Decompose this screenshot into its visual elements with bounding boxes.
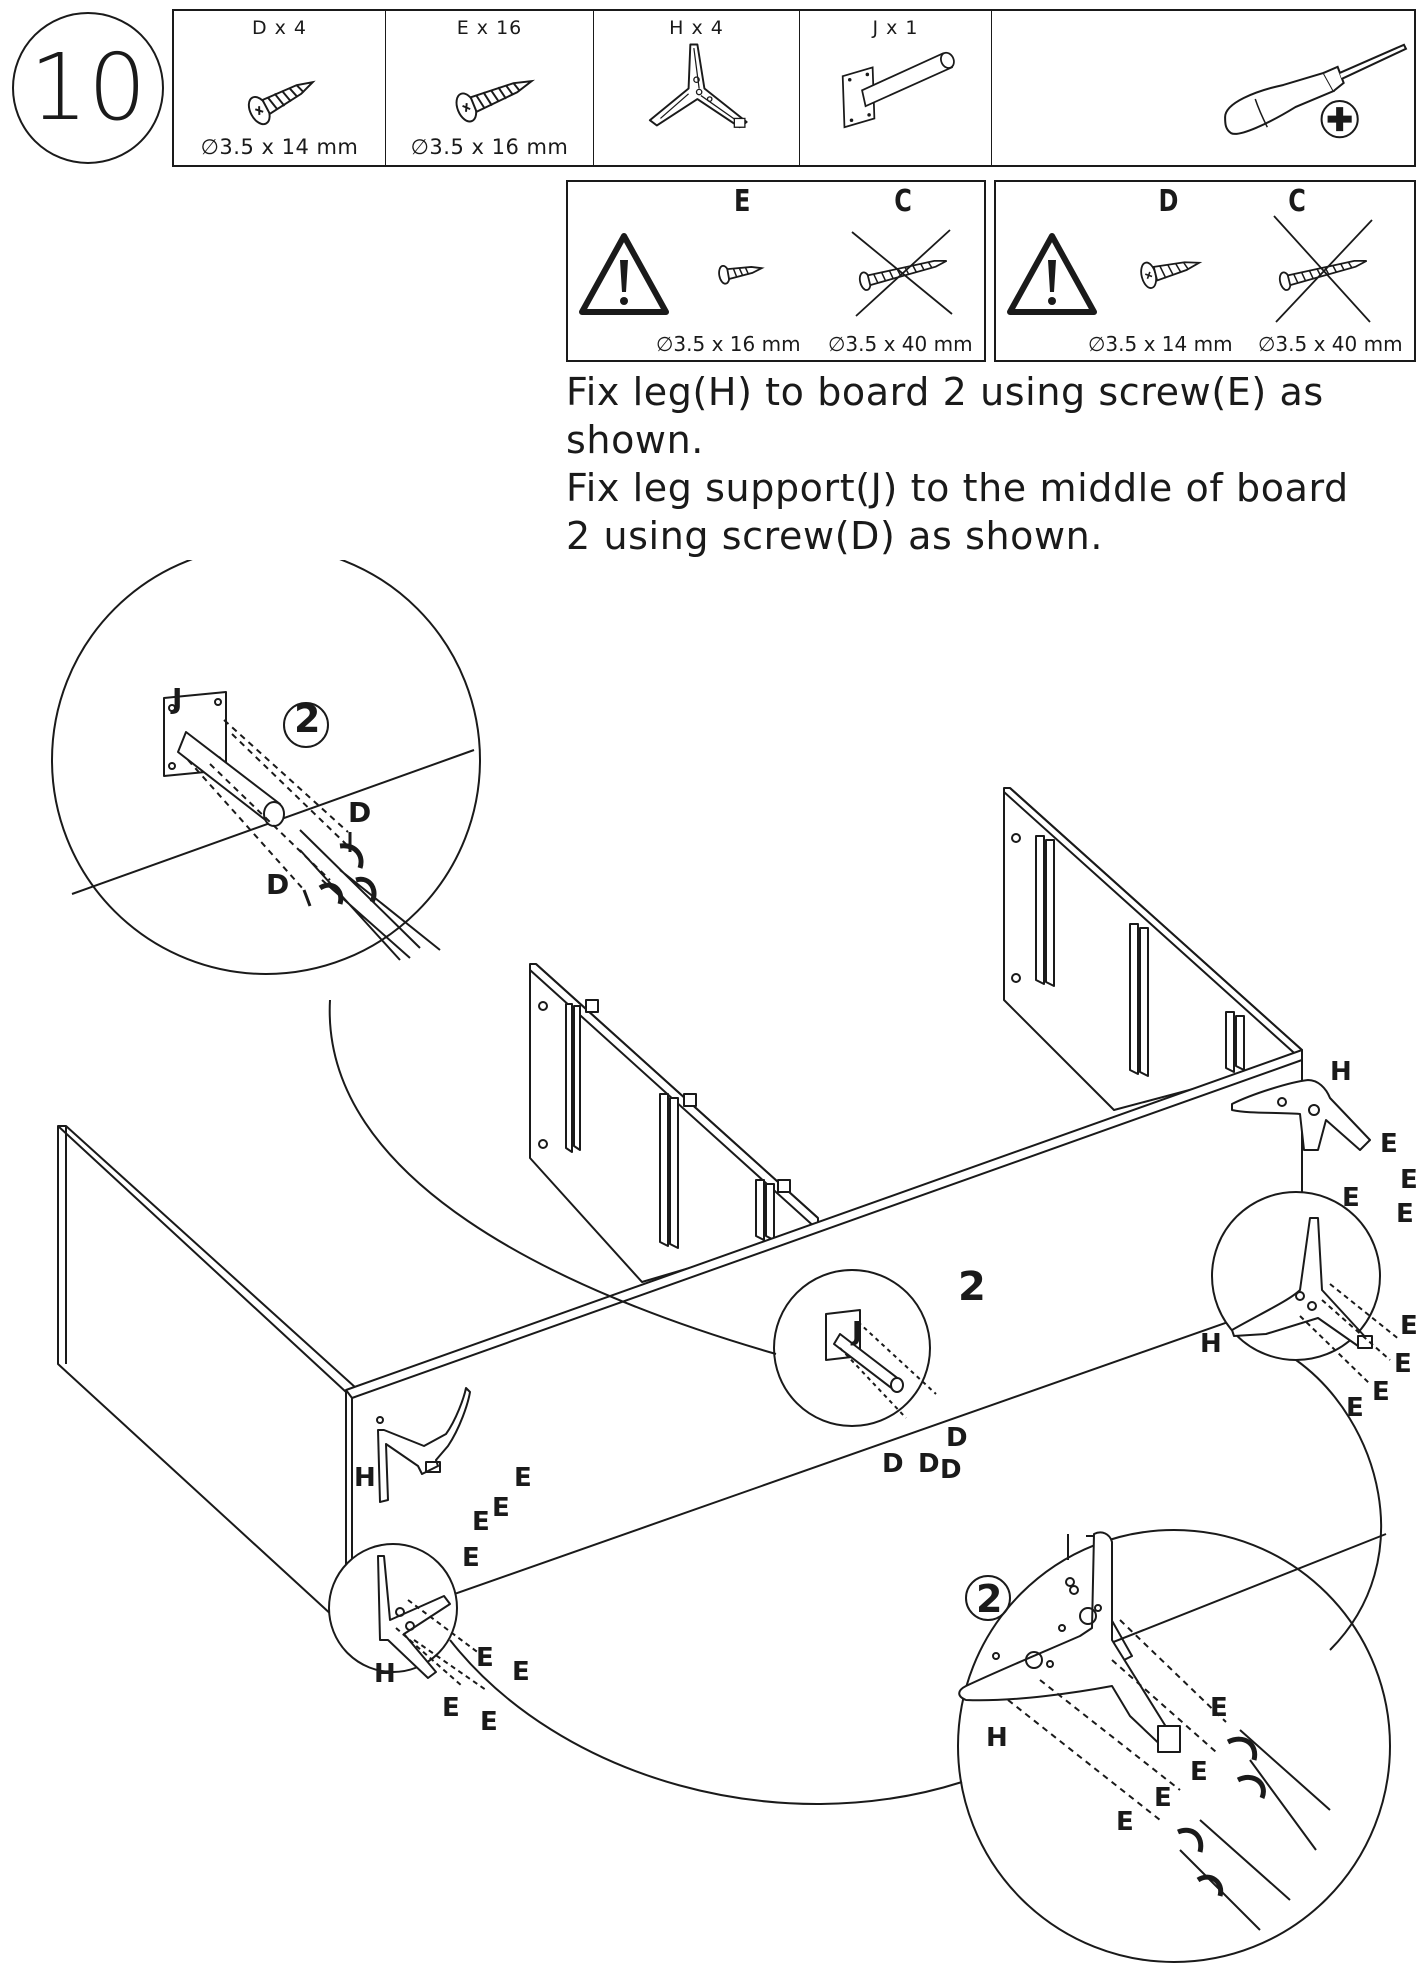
use-screw-size: ∅3.5 x 16 mm bbox=[656, 332, 801, 356]
screw-icon bbox=[718, 264, 765, 285]
zoom-circle-leg-left-small bbox=[328, 1543, 458, 1673]
assembly-diagram: 2 2 2 J J D D D D D D H H H H H E E E E … bbox=[51, 560, 1418, 1963]
screw-e-label: E bbox=[1380, 1129, 1398, 1159]
screw-d-label: D bbox=[882, 1449, 904, 1479]
divider-panel-left bbox=[529, 963, 819, 1283]
callout-curve-leg-left bbox=[449, 1639, 963, 1805]
screw-e-label: E bbox=[1210, 1693, 1228, 1723]
zoom-support-small-detail bbox=[825, 1309, 937, 1419]
leg-label: H bbox=[374, 1659, 396, 1689]
avoid-screw-label: C bbox=[894, 184, 912, 219]
screw-e-label: E bbox=[462, 1543, 480, 1573]
screw-e-label: E bbox=[512, 1657, 530, 1687]
support-label-small: J bbox=[850, 1317, 862, 1347]
phillips-screwdriver-icon bbox=[992, 31, 1414, 155]
crossed-screw-icon bbox=[851, 229, 953, 317]
screw-e-label: E bbox=[1396, 1199, 1414, 1229]
board-2 bbox=[345, 1049, 1303, 1631]
zoom-leg-left-small-detail bbox=[377, 1555, 487, 1691]
part-j-cell: J x 1 bbox=[800, 11, 992, 165]
screw-d-label: D bbox=[946, 1423, 968, 1453]
part-e-qty: E x 16 bbox=[456, 17, 523, 39]
leg-label: H bbox=[354, 1463, 376, 1493]
screw-e-label: E bbox=[514, 1463, 532, 1493]
screw-e-label: E bbox=[472, 1507, 490, 1537]
instruction-line-2: Fix leg support(J) to the middle of boar… bbox=[566, 466, 1349, 558]
zoom-leg-board-number-label: 2 bbox=[976, 1577, 1002, 1621]
screw-e-label: E bbox=[492, 1493, 510, 1523]
instruction-line-1: Fix leg(H) to board 2 using screw(E) as … bbox=[566, 370, 1324, 462]
crossed-screw-icon bbox=[1273, 215, 1373, 323]
screw-e-label: E bbox=[1190, 1757, 1208, 1787]
screw-e-label: E bbox=[1394, 1349, 1412, 1379]
diagram-labels: 2 2 2 J J D D D D D D H H H H H E E E E … bbox=[170, 682, 1418, 1837]
instructions: Fix leg(H) to board 2 using screw(E) as … bbox=[566, 368, 1386, 560]
screw-e-label: E bbox=[1400, 1165, 1418, 1195]
part-e-size: ∅3.5 x 16 mm bbox=[410, 135, 569, 159]
leg-label: H bbox=[986, 1723, 1008, 1753]
side-panel bbox=[57, 1125, 357, 1629]
parts-table: D x 4 ∅3.5 x 14 mm E x 16 bbox=[172, 9, 1416, 167]
avoid-screw-size: ∅3.5 x 40 mm bbox=[828, 332, 973, 356]
screw-e-label: E bbox=[1400, 1311, 1418, 1341]
screw-e-label: E bbox=[1342, 1183, 1360, 1213]
part-d-size: ∅3.5 x 14 mm bbox=[200, 135, 359, 159]
callout-curve-support bbox=[328, 999, 777, 1355]
board-number-label: 2 bbox=[958, 1264, 986, 1310]
screw-e-label: E bbox=[1116, 1807, 1134, 1837]
warning-triangle-icon bbox=[579, 233, 669, 315]
support-label: J bbox=[170, 682, 182, 715]
screw-icon bbox=[386, 41, 593, 129]
warning-box-e: E C ∅3.5 x 16 mm ∅3.5 x 40 mm bbox=[566, 180, 986, 362]
part-j-qty: J x 1 bbox=[872, 17, 919, 39]
callout-curve-leg-right bbox=[1295, 1359, 1383, 1651]
zoom-support-detail bbox=[71, 691, 475, 961]
screw-e-label: E bbox=[1154, 1783, 1172, 1813]
screw-icon bbox=[1140, 261, 1203, 289]
leg-h-top-right bbox=[1231, 1079, 1371, 1151]
screw-e-label: E bbox=[1372, 1377, 1390, 1407]
step-number-badge: 10 bbox=[12, 12, 164, 164]
warning-box-d: D C ∅3.5 x 14 mm ∅3.5 x 40 mm bbox=[994, 180, 1416, 362]
zoom-leg-detail bbox=[958, 1531, 1387, 1931]
warning-triangle-icon bbox=[1007, 233, 1097, 315]
leg-h-front-left bbox=[376, 1387, 471, 1503]
screw-d-label: D bbox=[348, 796, 371, 829]
leg-icon bbox=[594, 41, 799, 129]
zoom-leg-right-small-detail bbox=[1231, 1217, 1401, 1385]
use-screw-label: E bbox=[734, 184, 751, 219]
part-h-cell: H x 4 bbox=[594, 11, 800, 165]
screw-d-label: D bbox=[266, 868, 289, 901]
leg-label: H bbox=[1200, 1329, 1222, 1359]
part-d-qty: D x 4 bbox=[251, 17, 308, 39]
leg-support-icon bbox=[800, 41, 991, 129]
avoid-screw-label: C bbox=[1288, 184, 1306, 219]
screw-e-label: E bbox=[1346, 1393, 1364, 1423]
screw-e-label: E bbox=[480, 1707, 498, 1737]
zoom-board-number-label: 2 bbox=[294, 697, 320, 741]
use-screw-size: ∅3.5 x 14 mm bbox=[1088, 332, 1233, 356]
screw-e-label: E bbox=[476, 1643, 494, 1673]
screw-d-label: D bbox=[918, 1449, 940, 1479]
part-h-qty: H x 4 bbox=[669, 17, 724, 39]
leg-label: H bbox=[1330, 1057, 1352, 1087]
part-e-cell: E x 16 ∅3.5 x 16 mm bbox=[386, 11, 594, 165]
screw-d-label: D bbox=[940, 1455, 962, 1485]
avoid-screw-size: ∅3.5 x 40 mm bbox=[1258, 332, 1403, 356]
screw-icon bbox=[174, 41, 385, 129]
tool-cell bbox=[992, 11, 1414, 165]
divider-panel-right bbox=[1003, 787, 1303, 1111]
part-d-cell: D x 4 ∅3.5 x 14 mm bbox=[174, 11, 386, 165]
screw-e-label: E bbox=[442, 1693, 460, 1723]
use-screw-label: D bbox=[1158, 184, 1179, 219]
step-number: 10 bbox=[29, 34, 147, 141]
